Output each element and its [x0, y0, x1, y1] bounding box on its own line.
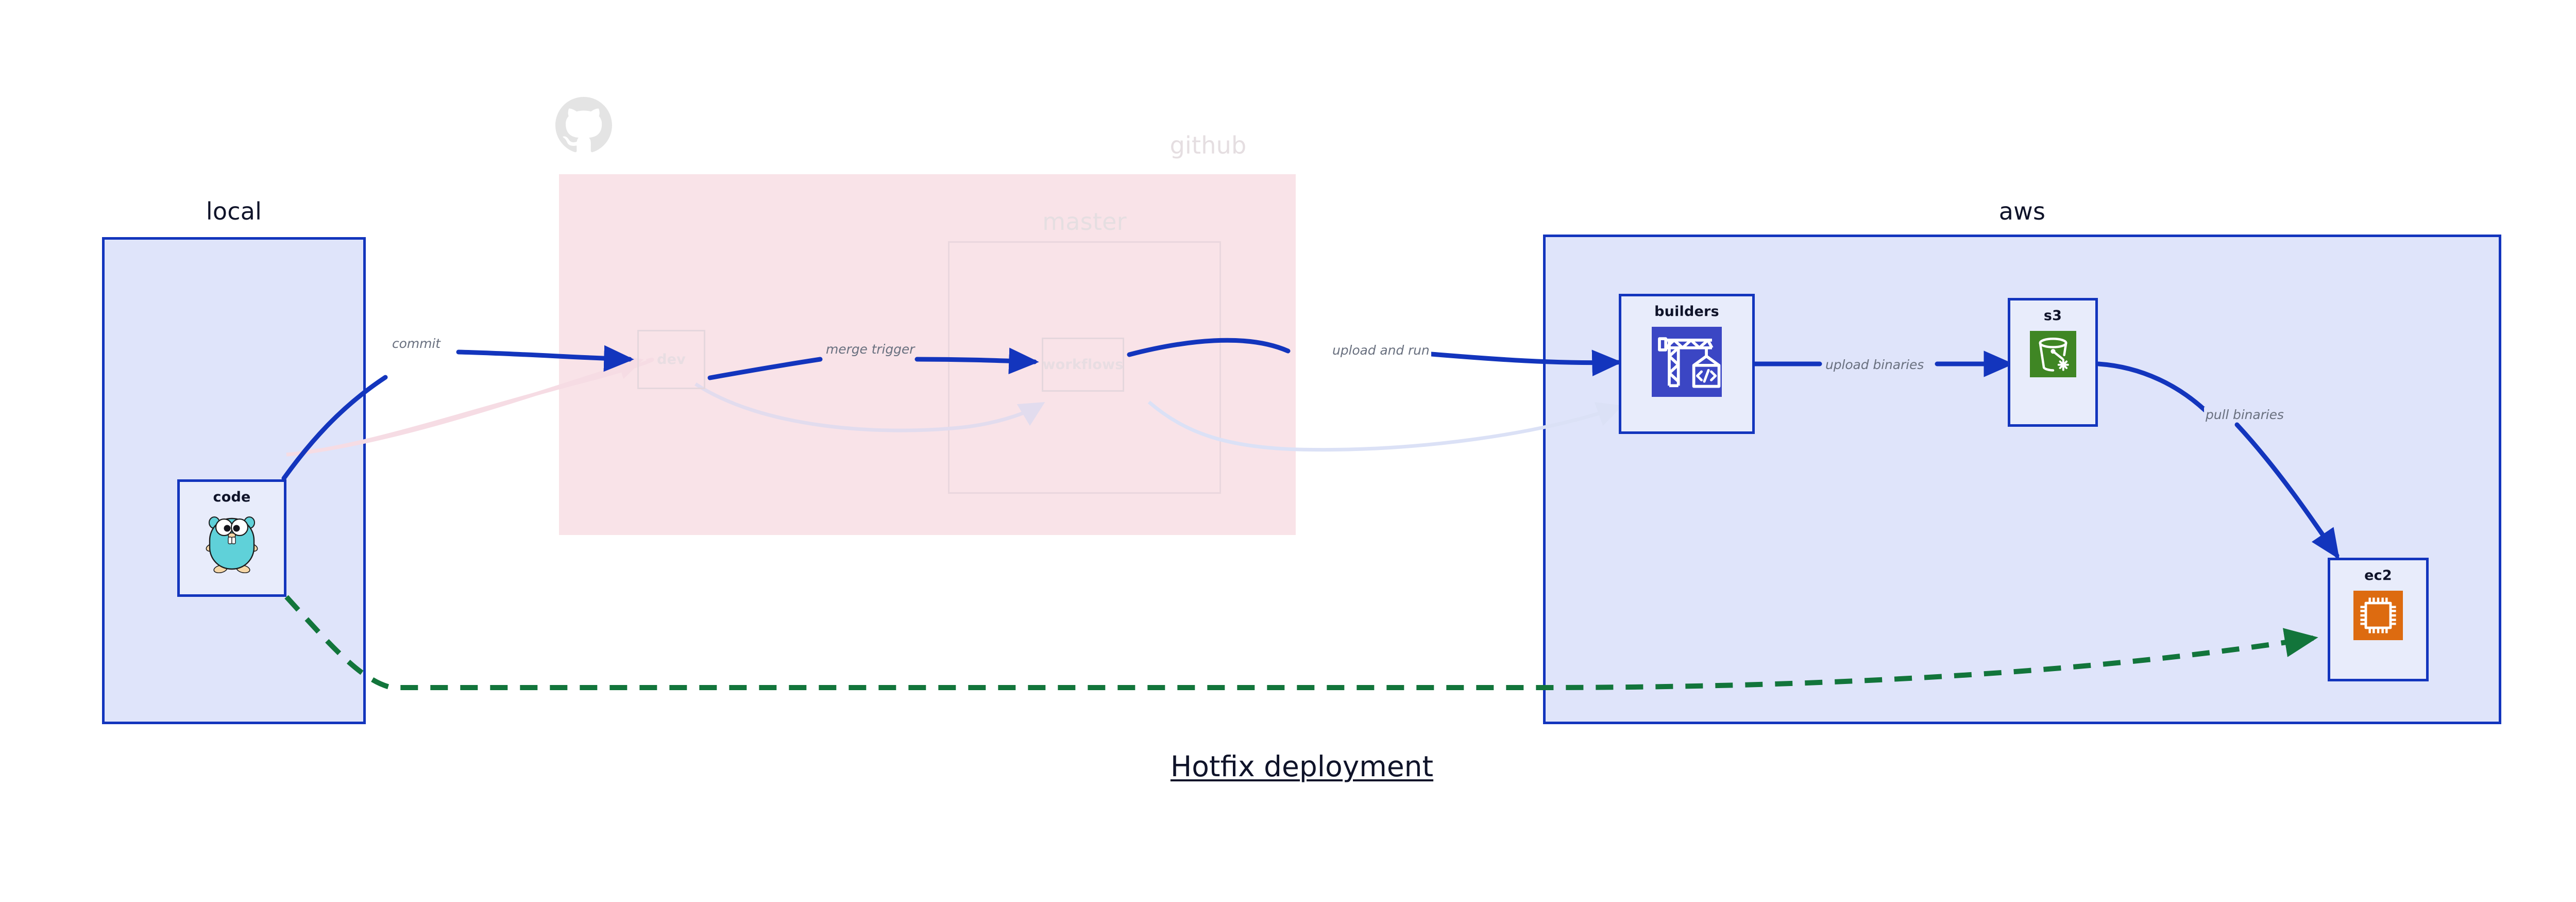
edge-label-commit: commit [391, 336, 442, 351]
edge-faded-workflows-builders [1147, 400, 1623, 452]
crane-code-icon [1652, 327, 1722, 399]
node-workflows[interactable]: workflows [1042, 338, 1124, 392]
node-code[interactable]: code [177, 479, 286, 597]
node-s3[interactable]: s3 [2008, 298, 2098, 427]
node-dev[interactable]: dev [637, 330, 705, 389]
edge-faded-code-dev-head [286, 355, 644, 457]
node-builders[interactable]: builders [1619, 294, 1755, 434]
node-workflows-label: workflows [1042, 357, 1124, 373]
edge-label-merge-trigger: merge trigger [824, 342, 917, 357]
edge-commit-seg2 [456, 345, 634, 372]
node-ec2[interactable]: ec2 [2328, 558, 2429, 681]
group-github [559, 174, 1296, 535]
edge-merge-trigger-seg1 [707, 357, 823, 380]
node-s3-label: s3 [2043, 308, 2062, 324]
edge-label-pull-binaries: pull binaries [2204, 407, 2285, 422]
diagram-title: Hotfix deployment [1170, 750, 1434, 783]
edge-merge-trigger-seg2 [914, 347, 1039, 375]
go-gopher-icon [204, 512, 260, 575]
edge-hotfix-direct [284, 595, 2318, 690]
node-code-label: code [213, 489, 251, 505]
cpu-chip-icon [2353, 591, 2403, 642]
s3-bucket-icon [2029, 331, 2076, 379]
node-dev-label: dev [657, 352, 686, 368]
edge-pull-binaries-seg2 [2234, 422, 2340, 560]
edge-pull-binaries-seg1 [2096, 361, 2208, 413]
group-label-master: master [1042, 208, 1127, 236]
node-ec2-label: ec2 [2364, 567, 2392, 583]
edge-upload-and-run-seg1 [1127, 338, 1291, 357]
group-label-github: github [1170, 131, 1247, 159]
edge-commit-seg1 [281, 375, 388, 481]
group-label-local: local [206, 197, 262, 225]
group-label-aws: aws [1998, 197, 2046, 225]
edge-faded-dev-workflows [694, 382, 1045, 432]
node-builders-label: builders [1654, 304, 1719, 320]
group-master [948, 241, 1221, 494]
github-octocat-icon [555, 97, 612, 153]
edge-upload-and-run-seg2 [1429, 349, 1622, 376]
edge-label-upload-and-run: upload and run [1331, 343, 1431, 358]
edge-label-upload-binaries: upload binaries [1824, 357, 1926, 372]
